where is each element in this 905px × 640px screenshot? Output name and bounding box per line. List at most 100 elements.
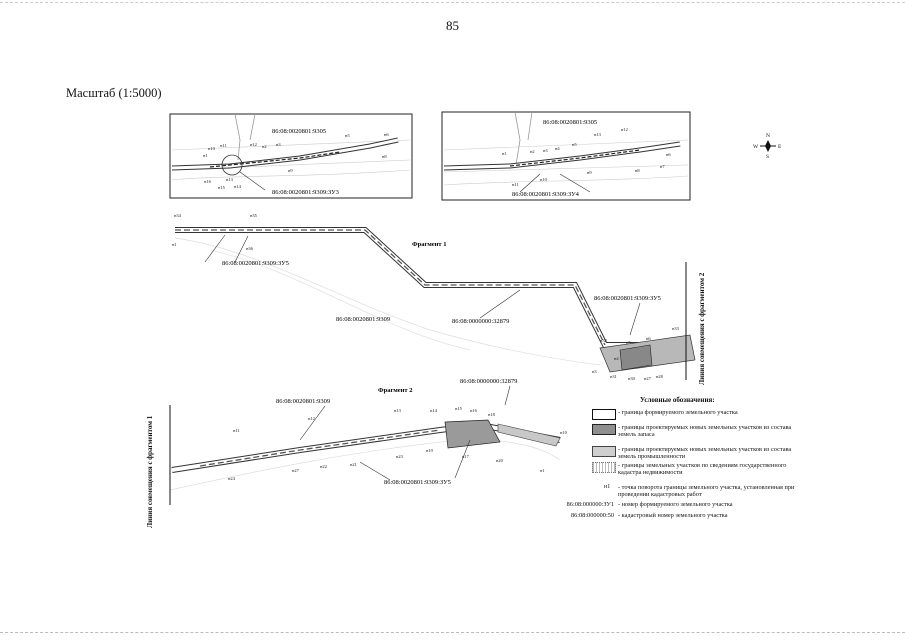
inset1-parcel-label: 86:08:0020801:9305 (272, 128, 326, 135)
legend-code: 86:08:000000:ЗУ1 (566, 501, 614, 508)
legend-code: 86:08:000000:50 (570, 512, 614, 519)
point-label: н5 (345, 133, 350, 138)
inset1-new-parcel-label: 86:08:0020801:9309:ЗУ3 (272, 189, 339, 196)
point-label: н17 (462, 454, 470, 459)
point-label: н18 (488, 412, 496, 417)
compass-east: E (778, 144, 782, 150)
point-label: н1 (540, 468, 545, 473)
legend-text: - номер формируемого земельного участка (618, 501, 733, 508)
point-label: н32 (600, 338, 607, 343)
point-label: н14 (430, 408, 438, 413)
compass-rose: N S W E (753, 133, 782, 160)
point-label: н23 (396, 454, 404, 459)
legend-title: Условные обозначения: (640, 396, 715, 404)
legend-text: - границы земельных участков по сведения… (618, 462, 787, 477)
point-label: н4 (614, 356, 619, 361)
bottom-scan-edge (0, 632, 905, 633)
compass-south: S (766, 154, 769, 160)
point-label: н31 (610, 374, 617, 379)
point-label: н15 (455, 406, 463, 411)
point-label: н14 (234, 184, 242, 189)
fragment-1-map: Фрагмент 1 86:08:0020801:9309:ЗУ5 86:08:… (172, 213, 696, 381)
point-label: н11 (220, 143, 227, 148)
point-label: н16 (204, 179, 212, 184)
point-label: н3 (592, 369, 597, 374)
fragment2-zu5-label: 86:08:0020801:9309:ЗУ5 (384, 479, 451, 486)
point-label: н8 (635, 168, 640, 173)
point-label: н36 (246, 246, 254, 251)
point-label: н9 (288, 168, 293, 173)
point-label: н20 (496, 458, 504, 463)
point-label: н1 (203, 153, 208, 158)
legend-text: - границы проектируемых новых земельных … (618, 424, 792, 439)
point-label: н34 (174, 213, 182, 218)
fragment1-9309-label: 86:08:0020801:9309 (336, 316, 390, 323)
fragment1-title: Фрагмент 1 (412, 241, 446, 248)
point-label: н12 (308, 416, 315, 421)
point-label: н3 (276, 142, 281, 147)
point-label: н12 (250, 142, 257, 147)
legend-swatch (592, 462, 616, 473)
fragment1-32879-label: 86:08:0000000:32879 (452, 318, 509, 325)
top-scan-edge (0, 2, 905, 3)
legend-swatch (592, 446, 616, 457)
legend-text: - точка поворота границы земельного учас… (618, 484, 795, 499)
point-label: н27 (292, 468, 300, 473)
legend-text: - граница формируемого земельного участк… (618, 409, 738, 416)
point-label: н2 (262, 144, 267, 149)
point-label: н24 (228, 476, 236, 481)
point-label: н11 (233, 428, 240, 433)
point-label: н13 (394, 408, 402, 413)
legend-text: - границы проектируемых новых земельных … (618, 446, 792, 461)
point-label: н27 (644, 376, 652, 381)
fragment2-9309-label: 86:08:0020801:9309 (276, 398, 330, 405)
point-label: н7 (660, 164, 665, 169)
point-label: н21 (350, 462, 357, 467)
point-label: н5 (572, 142, 577, 147)
point-label: н11 (512, 182, 519, 187)
point-label: н19 (426, 448, 434, 453)
point-label: н13 (594, 132, 602, 137)
point-label: н5 (626, 340, 631, 345)
fragment1-zu5-right-label: 86:08:0020801:9309:ЗУ5 (594, 295, 661, 302)
point-label: н35 (250, 213, 258, 218)
legend-text: - кадастровый номер земельного участка (618, 512, 728, 519)
legend-swatch (592, 424, 616, 435)
point-label: н1 (502, 151, 507, 156)
page-number: 85 (446, 18, 459, 33)
side-label-left: Линия совмещения с фрагментом 1 (146, 415, 154, 528)
point-label: н9 (587, 170, 592, 175)
inset-map-1: 86:08:0020801:9305 86:08:0020801:9309:ЗУ… (169, 113, 413, 199)
point-label: н15 (218, 185, 226, 190)
point-label: н10 (208, 146, 216, 151)
point-label: н6 (666, 152, 671, 157)
point-label: н4 (555, 146, 560, 151)
fragment-2-map: Фрагмент 2 86:08:0020801:9309 86:08:0000… (169, 378, 568, 505)
point-label: н16 (470, 408, 478, 413)
point-label: н2 (530, 149, 535, 154)
point-label: н10 (560, 430, 568, 435)
fragment1-zu5-label: 86:08:0020801:9309:ЗУ5 (222, 260, 289, 267)
scale-title: Масштаб (1:5000) (66, 86, 162, 100)
point-label: н6 (646, 336, 651, 341)
point-label: н13 (226, 177, 234, 182)
point-label: н33 (672, 326, 680, 331)
legend-swatch (592, 409, 616, 420)
point-label: н10 (540, 177, 548, 182)
point-label: н30 (628, 376, 636, 381)
side-label-right: Линия совмещения с фрагментом 2 (698, 272, 706, 385)
point-label: н1 (172, 242, 177, 247)
point-label: н22 (320, 464, 327, 469)
legend-point-code: н1 (604, 484, 611, 490)
point-label: н12 (621, 127, 628, 132)
fragment2-32879-label: 86:08:0000000:32879 (460, 378, 517, 385)
point-label: н3 (543, 148, 548, 153)
point-label: н8 (382, 154, 387, 159)
inset2-new-parcel-label: 86:08:0020801:9309:ЗУ4 (512, 191, 580, 198)
inset-map-2: 86:08:0020801:9305 86:08:0020801:9309:ЗУ… (441, 111, 691, 201)
point-label: н28 (656, 374, 664, 379)
inset2-parcel-label: 86:08:0020801:9305 (543, 119, 597, 126)
compass-west: W (753, 144, 759, 150)
fragment2-title: Фрагмент 2 (378, 387, 412, 394)
